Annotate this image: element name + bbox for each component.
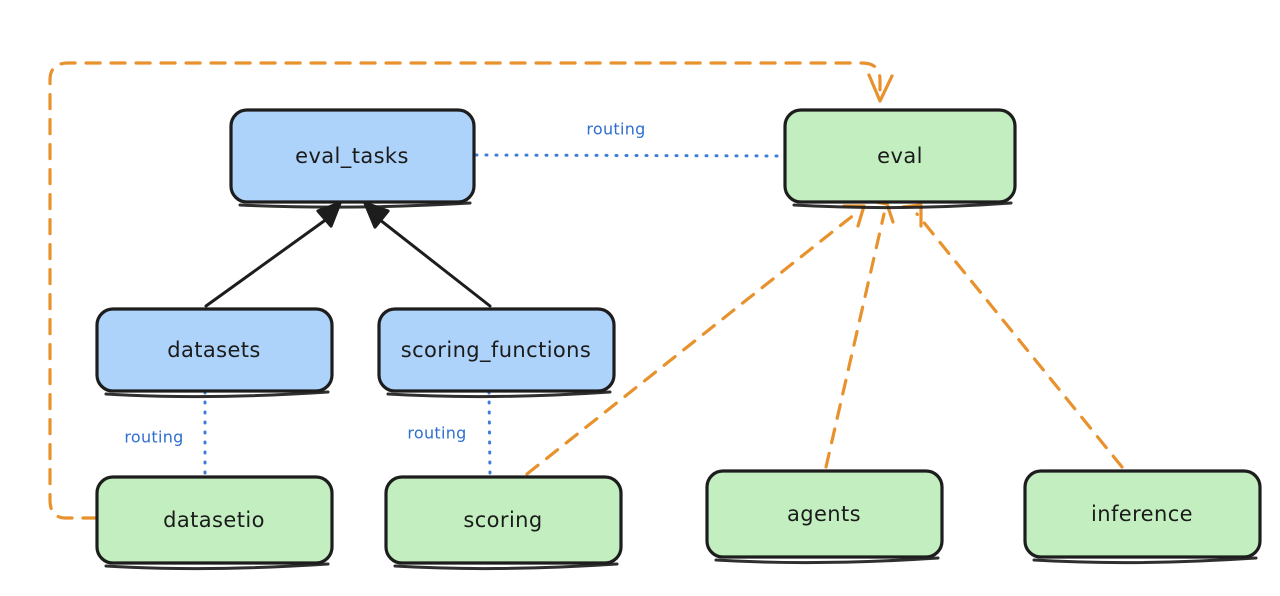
edge-scoringfn-scoring — [487, 390, 492, 478]
edge-datasets-evaltasks — [204, 214, 333, 308]
edge-scoringfn-evaltasks — [373, 214, 492, 308]
arrowhead-datasetio-eval — [867, 73, 894, 103]
edge-label-routing-evaltasks-eval: routing — [586, 120, 645, 139]
edge-label-routing-datasets-datasetio: routing — [124, 428, 183, 447]
node-scoring-shape — [384, 475, 623, 565]
node-scoring[interactable]: scoring — [384, 475, 623, 571]
node-eval-tasks-label: eval_tasks — [295, 144, 409, 169]
node-agents[interactable]: agents — [705, 469, 944, 565]
node-eval-label: eval — [877, 144, 923, 168]
node-eval-tasks[interactable]: eval_tasks — [229, 108, 476, 209]
routing-edges-group — [203, 153, 786, 478]
node-datasetio-shape — [95, 475, 334, 565]
edge-scoring-eval — [525, 212, 857, 476]
node-datasets-shape — [95, 307, 334, 393]
arrowhead-scoring-eval — [842, 204, 866, 228]
node-eval-tasks-shape — [229, 108, 476, 204]
edge-evaltasks-eval — [474, 153, 786, 158]
node-datasetio-label: datasetio — [163, 508, 265, 532]
node-eval-shape — [783, 108, 1017, 204]
node-scoring-functions-shape — [377, 307, 616, 393]
node-scoring-functions[interactable]: scoring_functions — [377, 307, 616, 399]
node-datasets-label: datasets — [167, 338, 261, 362]
node-inference-label: inference — [1091, 502, 1193, 526]
solid-edges-group — [204, 201, 492, 308]
node-scoring-functions-label: scoring_functions — [401, 338, 591, 363]
edge-label-routing-scoringfn-scoring: routing — [407, 424, 466, 443]
node-eval[interactable]: eval — [783, 108, 1017, 210]
nodes-group: eval_tasks eval datasets scoring_functio… — [95, 108, 1262, 571]
node-agents-label: agents — [787, 502, 861, 526]
arrowhead-agents-eval — [874, 200, 895, 224]
node-scoring-label: scoring — [463, 508, 542, 532]
node-datasets[interactable]: datasets — [95, 307, 334, 399]
node-datasetio[interactable]: datasetio — [95, 475, 334, 571]
node-agents-shape — [705, 469, 944, 559]
node-inference-shape — [1023, 469, 1262, 559]
edge-inference-eval — [915, 212, 1124, 469]
node-inference[interactable]: inference — [1023, 469, 1262, 565]
edge-agents-eval — [824, 212, 886, 469]
edge-labels-group: routing routing routing — [124, 120, 645, 447]
